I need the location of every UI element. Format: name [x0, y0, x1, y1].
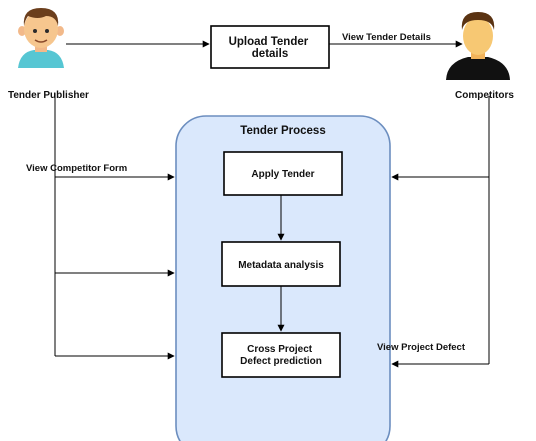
view-tender-details-label: View Tender Details	[342, 32, 431, 43]
upload-tender-details-label: Upload Tender details	[229, 36, 312, 60]
tender-process-title: Tender Process	[240, 125, 325, 137]
competitors-label: Competitors	[455, 90, 514, 101]
apply-tender-label: Apply Tender	[251, 169, 314, 180]
cross-project-defect-label: Cross Project Defect prediction	[240, 344, 322, 367]
upload-tender-details-box	[210, 25, 330, 69]
user-silhouette-icon	[446, 12, 510, 80]
view-competitor-form-label: View Competitor Form	[26, 163, 127, 174]
cross-project-defect-box	[221, 332, 341, 378]
male-user-avatar-icon	[18, 8, 64, 68]
tender-publisher-label: Tender Publisher	[8, 90, 89, 101]
view-project-defect-label: View Project Defect	[377, 342, 466, 353]
apply-tender-box	[223, 151, 343, 196]
metadata-analysis-label: Metadata analysis	[238, 260, 324, 271]
